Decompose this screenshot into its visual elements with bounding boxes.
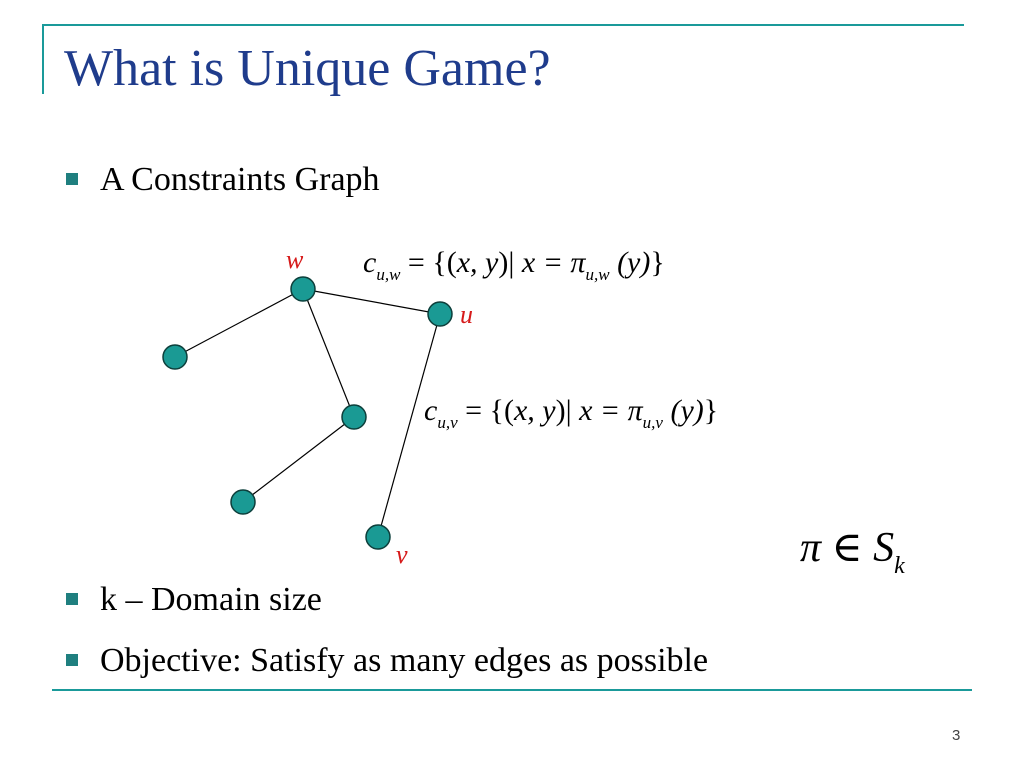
bullet-square-icon xyxy=(66,654,78,667)
bullet-square-icon xyxy=(66,593,78,606)
edge-w-u xyxy=(302,288,441,315)
edge-w-mid xyxy=(302,288,355,418)
bullet-text: k – Domain size xyxy=(100,581,322,618)
node-u xyxy=(427,301,453,327)
label-u: u xyxy=(460,300,473,329)
equation-permutation: π ∈ Sk xyxy=(800,525,905,579)
equation-c-uv: cu,v = {(x, y)| x = πu,v (y)} xyxy=(424,394,719,432)
bullet-text: A Constraints Graph xyxy=(100,161,380,198)
label-v: v xyxy=(396,540,408,569)
equation-c-uw: cu,w = {(x, y)| x = πu,w (y)} xyxy=(363,246,665,284)
slide-number: 3 xyxy=(952,727,961,744)
slide-title: What is Unique Game? xyxy=(64,40,551,97)
top-rule xyxy=(42,24,964,26)
graph-nodes xyxy=(162,276,453,550)
bullet-text: Objective: Satisfy as many edges as poss… xyxy=(100,642,709,679)
bottom-rule xyxy=(52,689,972,691)
node-low xyxy=(230,489,256,515)
node-mid xyxy=(341,404,367,430)
node-w xyxy=(290,276,316,302)
node-v xyxy=(365,524,391,550)
bullet-square-icon xyxy=(66,173,78,186)
bullet-domain-size: k – Domain size xyxy=(66,580,322,621)
node-left xyxy=(162,344,188,370)
bullet-constraints-graph: A Constraints Graph xyxy=(66,160,380,201)
edge-w-left xyxy=(174,288,304,358)
bullet-objective: Objective: Satisfy as many edges as poss… xyxy=(66,641,708,682)
label-w: w xyxy=(286,245,304,274)
edge-u-v xyxy=(377,313,441,538)
left-rule xyxy=(42,24,44,94)
edge-mid-low xyxy=(242,416,355,503)
graph-edges xyxy=(174,288,441,538)
